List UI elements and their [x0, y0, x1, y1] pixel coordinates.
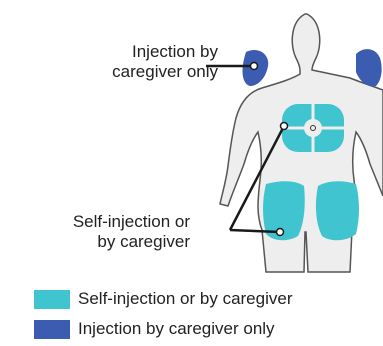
pointer-dot-abdomen [281, 123, 288, 130]
right-thigh-zone [316, 181, 359, 240]
legend-item-caregiver-only: Injection by caregiver only [34, 318, 275, 340]
legend-item-self-or-caregiver: Self-injection or by caregiver [34, 288, 292, 310]
callout-self-or-caregiver: Self-injection or by caregiver [20, 212, 190, 252]
legend-swatch-blue [34, 320, 70, 339]
legend-label: Injection by caregiver only [78, 319, 275, 339]
callout-caregiver-only-line2: caregiver only [40, 62, 218, 82]
right-arm-zone [356, 49, 382, 86]
callout-self-or-caregiver-line2: by caregiver [20, 232, 190, 252]
legend-label: Self-injection or by caregiver [78, 289, 292, 309]
abdomen-zone [282, 104, 344, 152]
callout-caregiver-only-line1: Injection by [40, 42, 218, 62]
callout-self-or-caregiver-line1: Self-injection or [20, 212, 190, 232]
legend-swatch-teal [34, 290, 70, 309]
pointer-dot-thigh [277, 229, 284, 236]
callout-caregiver-only: Injection by caregiver only [40, 42, 218, 82]
pointer-dot-arm [251, 63, 258, 70]
